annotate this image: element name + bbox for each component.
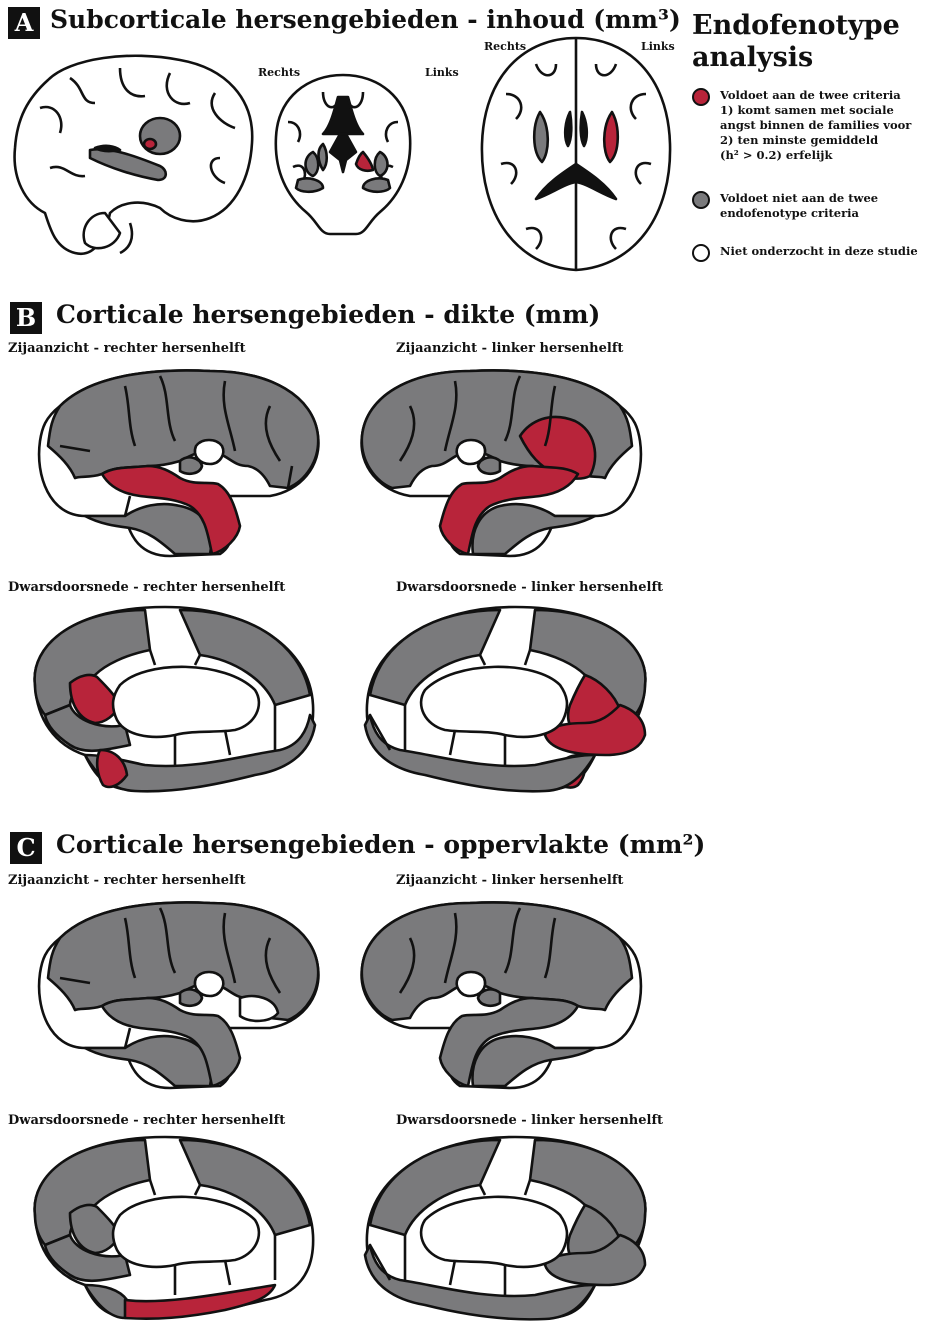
sagittal-red-nucleus: [144, 139, 156, 149]
white-circle-icon: [692, 244, 710, 262]
coronal-hippocampus-right: [296, 178, 323, 191]
axial-brain: [476, 34, 676, 274]
legend-title-line1: Endofenotype: [692, 9, 900, 42]
b-lateral-right-brain: [30, 366, 325, 561]
c-medial-right-brain: [25, 1135, 320, 1323]
c-lateral-left-label: Zijaanzicht - linker hersenhelft: [396, 873, 623, 888]
legend-text: Voldoet aan de twee criteria 1) komt sam…: [720, 88, 911, 163]
coronal-putamen-right: [306, 152, 319, 176]
coronal-putamen-left: [375, 152, 388, 176]
legend-item-criteria-met: Voldoet aan de twee criteria 1) komt sam…: [692, 88, 932, 163]
b-medial-left-label: Dwarsdoorsnede - linker hersenhelft: [396, 580, 663, 595]
c-medial-right-label: Dwarsdoorsnede - rechter hersenhelft: [8, 1113, 285, 1128]
gray-circle-icon: [692, 191, 710, 209]
b-medial-right-brain: [25, 605, 320, 795]
b-lateral-left-brain: [355, 366, 650, 561]
c-medial-left-label: Dwarsdoorsnede - linker hersenhelft: [396, 1113, 663, 1128]
section-a-title: Subcorticale hersengebieden - inhoud (mm…: [50, 5, 681, 34]
c-lateral-right-brain: [30, 898, 325, 1093]
coronal-caudate-right: [318, 144, 326, 170]
b-lateral-right-label: Zijaanzicht - rechter hersenhelft: [8, 341, 246, 356]
legend-title-line2: analysis: [692, 41, 813, 74]
b-medial-right-label: Dwarsdoorsnede - rechter hersenhelft: [8, 580, 285, 595]
red-circle-icon: [692, 88, 710, 106]
c-lateral-right-label: Zijaanzicht - rechter hersenhelft: [8, 873, 246, 888]
legend-item-not-studied: Niet onderzocht in deze studie: [692, 244, 932, 262]
coronal-left-label: Links: [425, 66, 459, 79]
section-b-title: Corticale hersengebieden - dikte (mm): [56, 300, 600, 329]
legend-text: Voldoet niet aan de twee endofenotype cr…: [720, 191, 878, 221]
section-c-letter: C: [10, 832, 42, 864]
sagittal-brain: [10, 48, 260, 263]
coronal-hippocampus-left: [363, 178, 390, 191]
c-medial-left-brain: [360, 1135, 655, 1323]
section-a-letter: A: [8, 7, 40, 39]
c-lateral-left-brain: [355, 898, 650, 1093]
b-lateral-left-label: Zijaanzicht - linker hersenhelft: [396, 341, 623, 356]
section-b-letter: B: [10, 302, 42, 334]
b-medial-left-brain: [360, 605, 655, 795]
coronal-brain: [268, 72, 418, 237]
legend-item-criteria-not-met: Voldoet niet aan de twee endofenotype cr…: [692, 191, 932, 221]
section-c-title: Corticale hersengebieden - oppervlakte (…: [56, 830, 705, 859]
legend-text: Niet onderzocht in deze studie: [720, 244, 918, 259]
